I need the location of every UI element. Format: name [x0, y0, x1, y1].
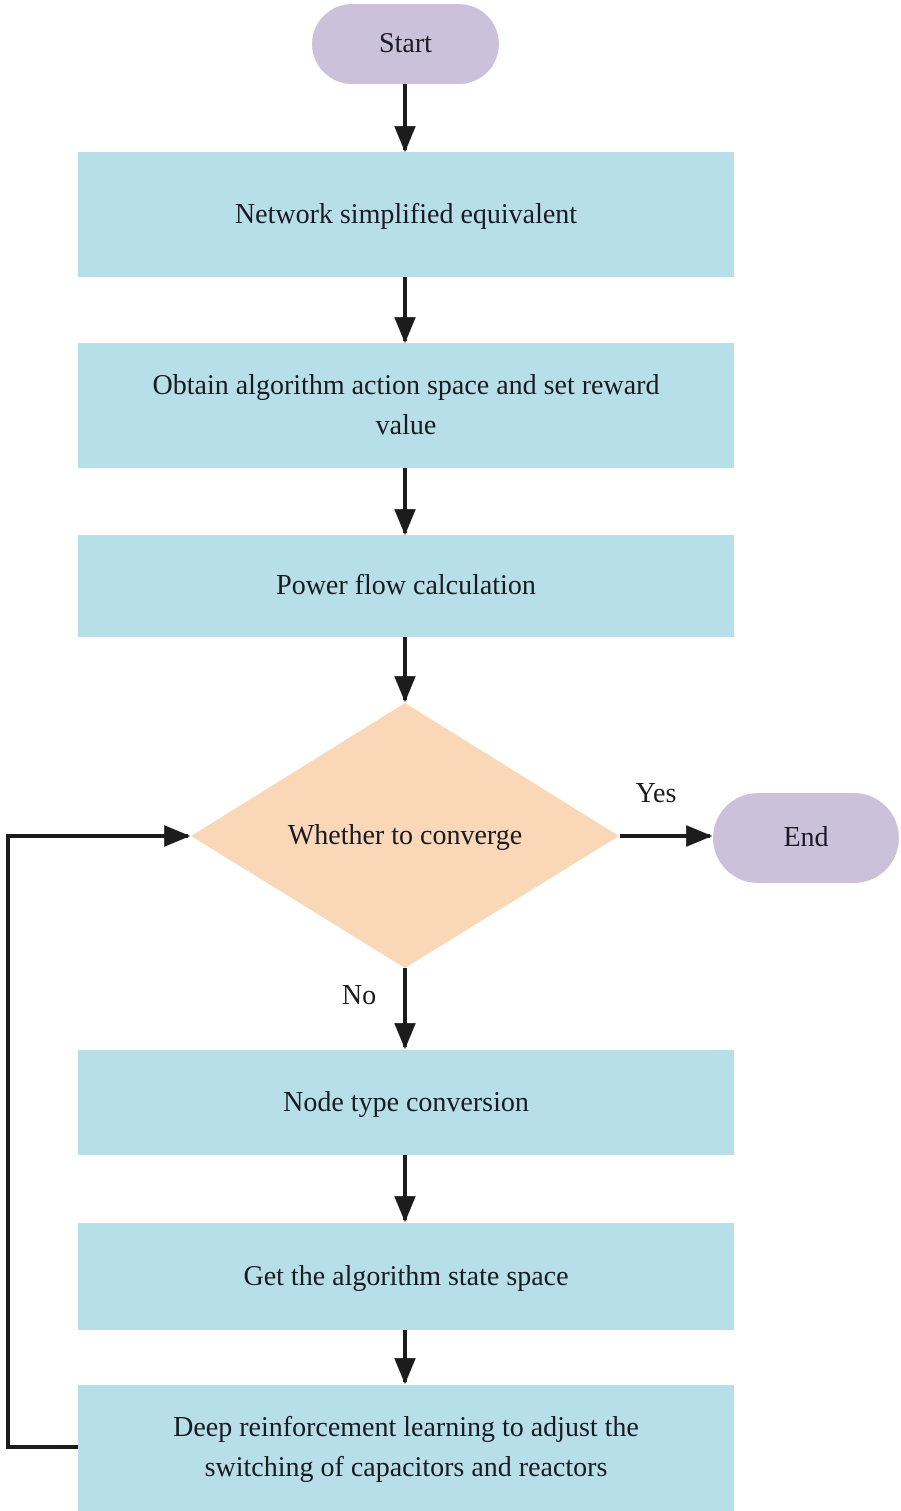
decision-diamond-shape [191, 703, 619, 968]
node-end: End [713, 793, 899, 883]
node-network-simplified: Network simplified equivalent [78, 152, 734, 277]
edge-label-yes: Yes [620, 778, 692, 810]
node-node-type: Node type conversion [78, 1050, 734, 1155]
node-deep-rl-label: Deep reinforcement learning to adjust th… [173, 1412, 639, 1483]
node-node-type-label: Node type conversion [283, 1086, 529, 1118]
node-action-space: Obtain algorithm action space and set re… [78, 343, 734, 468]
node-end-label: End [783, 822, 829, 854]
edge-label-no-text: No [341, 980, 377, 1011]
node-state-space-label: Get the algorithm state space [243, 1260, 569, 1292]
node-action-space-label: Obtain algorithm action space and set re… [152, 369, 660, 441]
node-start-label: Start [379, 28, 432, 60]
node-deep-rl: Deep reinforcement learning to adjust th… [78, 1385, 734, 1511]
edge-label-no: No [328, 980, 390, 1012]
node-start: Start [312, 4, 499, 84]
node-state-space: Get the algorithm state space [78, 1223, 734, 1330]
node-power-flow: Power flow calculation [78, 535, 734, 637]
node-power-flow-label: Power flow calculation [276, 570, 536, 602]
node-converge-decision-label: Whether to converge [287, 819, 523, 851]
node-converge-decision: Whether to converge [191, 703, 619, 968]
edge-label-yes-text: Yes [635, 778, 677, 809]
edge-deeprl-feedback-to-decision [6, 825, 191, 1449]
node-network-simplified-label: Network simplified equivalent [234, 198, 578, 230]
